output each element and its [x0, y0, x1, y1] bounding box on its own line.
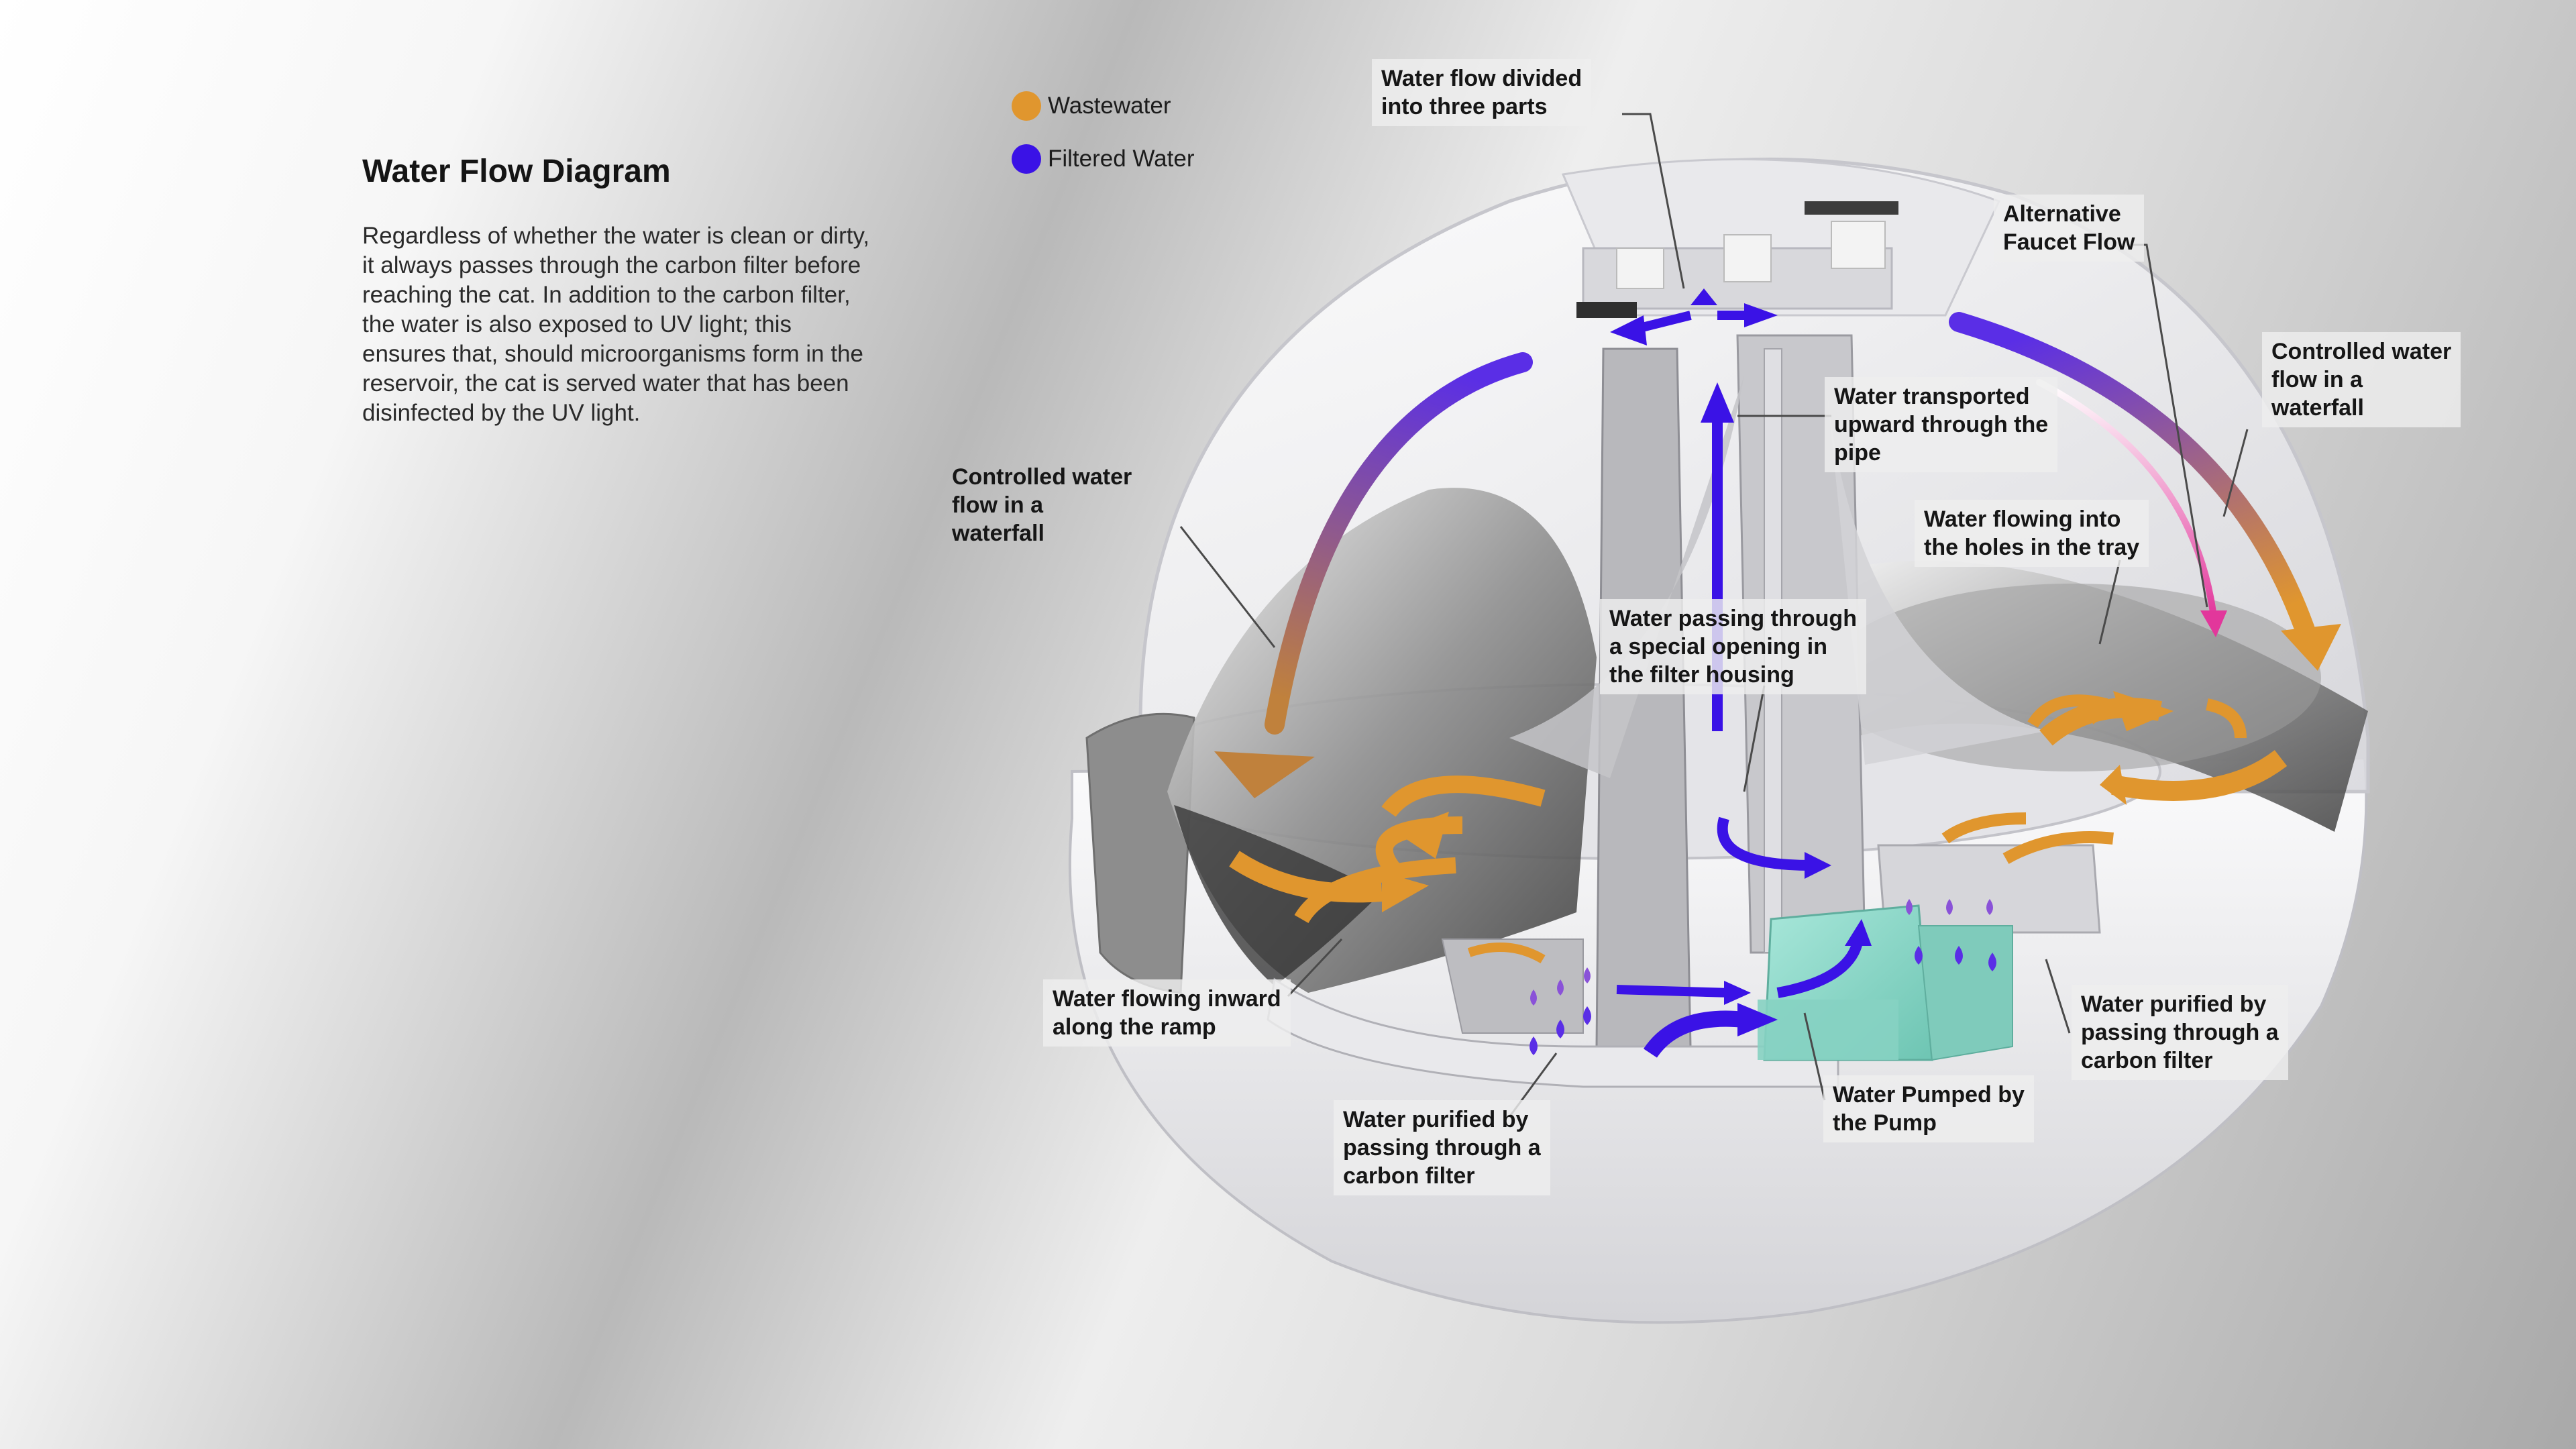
callout-alternative-faucet-flow: Alternative Faucet Flow: [1994, 195, 2145, 262]
legend-item-filtered: Filtered Water: [1012, 139, 1194, 179]
callout-waterfall-right: Controlled water flow in a waterfall: [2262, 332, 2461, 427]
page-title: Water Flow Diagram: [362, 154, 671, 189]
callout-water-transported-upward: Water transported upward through the pip…: [1825, 377, 2058, 472]
wastewater-dot-icon: [1012, 91, 1041, 121]
callout-carbon-filter-right: Water purified by passing through a carb…: [2072, 985, 2288, 1080]
callout-pump: Water Pumped by the Pump: [1823, 1075, 2034, 1142]
droplet-icons: [1529, 899, 1996, 1055]
waterfall-left-arrowhead: [1214, 751, 1315, 798]
legend: Wastewater Filtered Water: [1012, 86, 1194, 192]
filtered-water-dot-icon: [1012, 144, 1041, 174]
legend-label: Wastewater: [1048, 93, 1171, 119]
callout-filter-housing-opening: Water passing through a special opening …: [1600, 599, 1866, 694]
legend-label: Filtered Water: [1048, 146, 1195, 172]
pipe-arrowhead: [1701, 382, 1734, 423]
callout-water-into-tray-holes: Water flowing into the holes in the tray: [1915, 500, 2149, 567]
callout-waterfall-left: Controlled water flow in a waterfall: [952, 464, 1132, 546]
callout-carbon-filter-left: Water purified by passing through a carb…: [1334, 1100, 1550, 1195]
intro-paragraph: Regardless of whether the water is clean…: [362, 223, 870, 426]
callout-water-flow-divided: Water flow divided into three parts: [1372, 59, 1592, 126]
legend-item-wastewater: Wastewater: [1012, 86, 1194, 126]
fountain-body: [1068, 157, 2370, 1324]
callout-ramp: Water flowing inward along the ramp: [1043, 979, 1291, 1046]
